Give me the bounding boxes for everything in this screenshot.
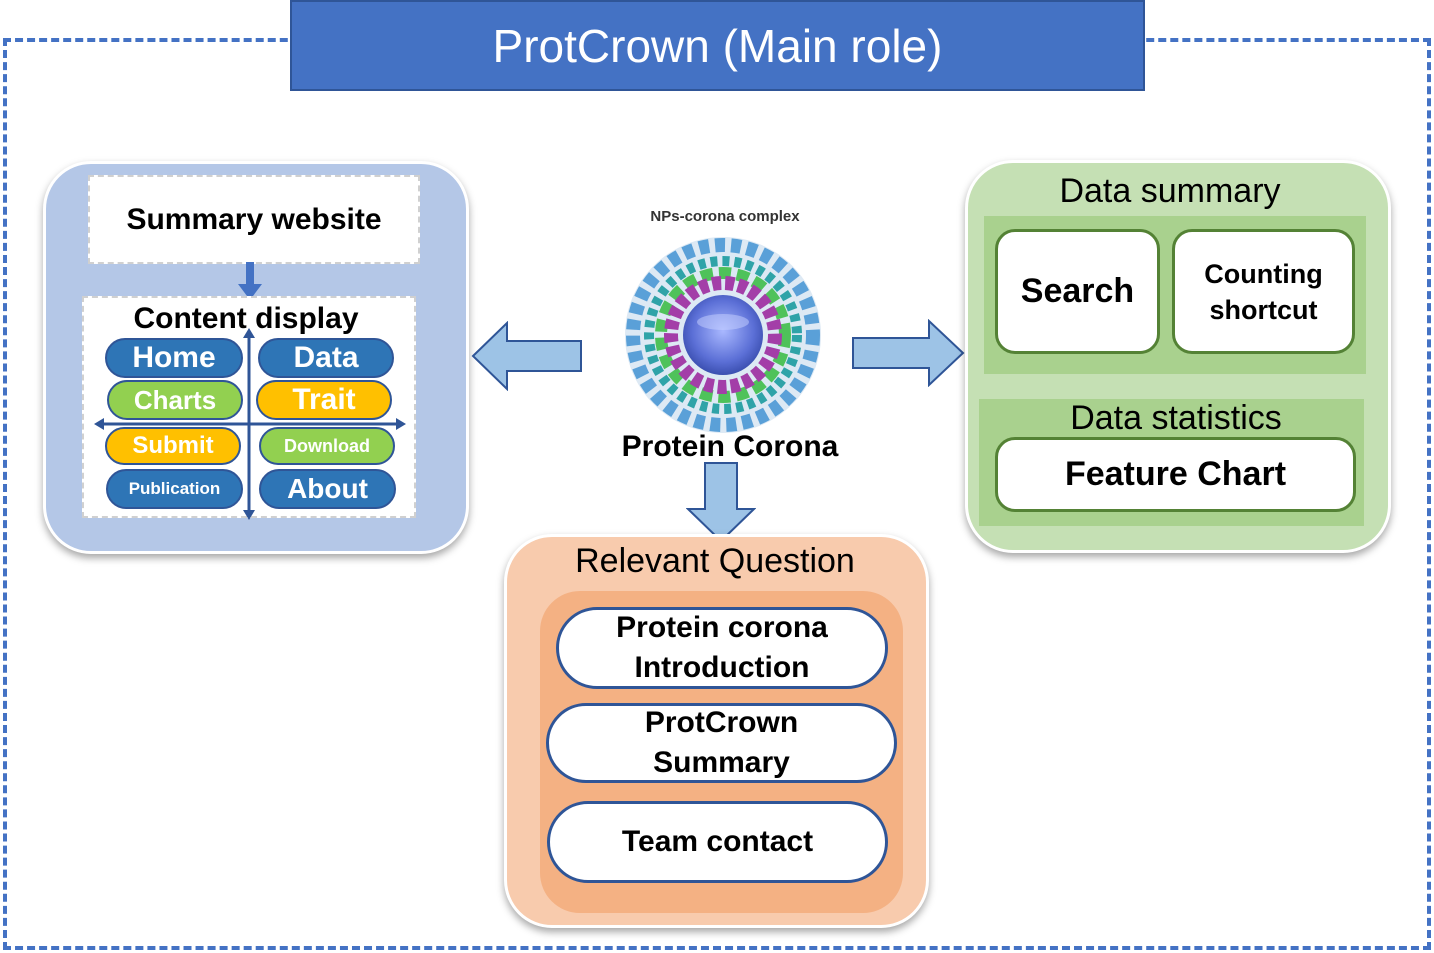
crosshair-axes-icon	[94, 328, 406, 520]
charts-button[interactable]: Charts	[107, 380, 243, 420]
search-button[interactable]: Search	[995, 229, 1160, 354]
data-summary-heading: Data summary	[1059, 172, 1281, 210]
protein-corona-image	[625, 237, 821, 433]
protein-corona-intro-line1: Protein corona	[616, 611, 828, 644]
protein-corona-intro-line2: Introduction	[634, 651, 810, 684]
counting-shortcut-line2: shortcut	[1209, 294, 1318, 325]
team-contact-button[interactable]: Team contact	[547, 801, 888, 883]
protein-corona-intro-button[interactable]: Protein corona Introduction	[556, 607, 888, 689]
feature-chart-button[interactable]: Feature Chart	[995, 437, 1356, 512]
summary-website-box: Summary website	[88, 175, 420, 264]
home-button[interactable]: Home	[105, 338, 243, 378]
page-title: ProtCrown (Main role)	[290, 0, 1145, 91]
publication-button[interactable]: Publication	[106, 469, 243, 509]
trait-button[interactable]: Trait	[256, 380, 392, 420]
right-arrow-icon	[852, 319, 965, 387]
download-button[interactable]: Download	[259, 427, 395, 465]
submit-button[interactable]: Submit	[105, 427, 241, 465]
protcrown-summary-button[interactable]: ProtCrown Summary	[546, 703, 897, 783]
protcrown-summary-line1: ProtCrown	[644, 706, 799, 739]
counting-shortcut-line1: Counting	[1204, 258, 1323, 289]
down-arrow-big-icon	[686, 462, 756, 543]
protcrown-summary-line2: Summary	[653, 746, 790, 779]
data-button[interactable]: Data	[258, 338, 394, 378]
data-statistics-heading: Data statistics	[1070, 399, 1282, 437]
image-caption: NPs-corona complex	[650, 208, 800, 225]
down-arrow-icon	[238, 262, 262, 300]
counting-shortcut-button[interactable]: Counting shortcut	[1172, 229, 1355, 354]
relevant-question-heading: Relevant Question	[575, 542, 855, 580]
protein-corona-label: Protein Corona	[621, 430, 839, 463]
left-arrow-icon	[471, 321, 582, 391]
about-button[interactable]: About	[259, 469, 396, 509]
content-display-title: Content display	[133, 302, 359, 335]
